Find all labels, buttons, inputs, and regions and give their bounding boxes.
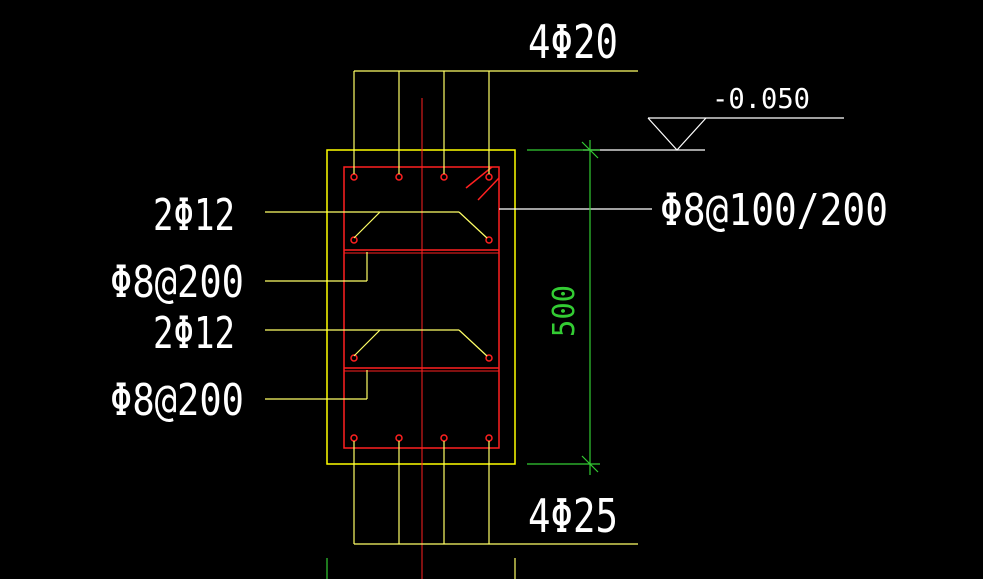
tie-lower-label: Φ8@200 (110, 375, 244, 426)
stirrup-hook (465, 166, 493, 189)
bottom-bar-2 (395, 434, 403, 442)
bottom-bar-1 (350, 434, 358, 442)
side-bar-leader-upper (265, 211, 488, 239)
side-bar-leader-lower (265, 329, 488, 357)
stirrup-hook-2 (477, 177, 500, 201)
side-bar-lower-left (350, 354, 358, 362)
bottom-bar-4 (485, 434, 493, 442)
bottom-bar-leaders (353, 441, 638, 545)
tie-upper-label: Φ8@200 (110, 257, 244, 308)
bottom-bar-3 (440, 434, 448, 442)
side-bar-lower-right (485, 354, 493, 362)
side-bars-lower-label: 2Φ12 (153, 308, 235, 359)
top-bar-3 (440, 173, 448, 181)
bottom-bars-label: 4Φ25 (528, 489, 618, 543)
elevation-label: -0.050 (712, 82, 810, 115)
top-bar-1 (350, 173, 358, 181)
side-bar-upper-right (485, 236, 493, 244)
top-bars-label: 4Φ20 (528, 15, 618, 69)
dimension-line (527, 140, 600, 475)
side-bars (350, 236, 493, 362)
concrete-outline (326, 149, 516, 465)
dimension-label: 500 (547, 285, 582, 337)
top-bar-4 (485, 173, 493, 181)
top-bar-leaders (353, 70, 638, 174)
side-bars-upper-label: 2Φ12 (153, 190, 235, 241)
tie-leader-upper (265, 252, 368, 282)
elevation-symbol (583, 117, 844, 151)
top-bar-2 (395, 173, 403, 181)
side-bar-upper-left (350, 236, 358, 244)
tie-leader-lower (265, 370, 368, 400)
stirrup-label: Φ8@100/200 (660, 185, 888, 236)
